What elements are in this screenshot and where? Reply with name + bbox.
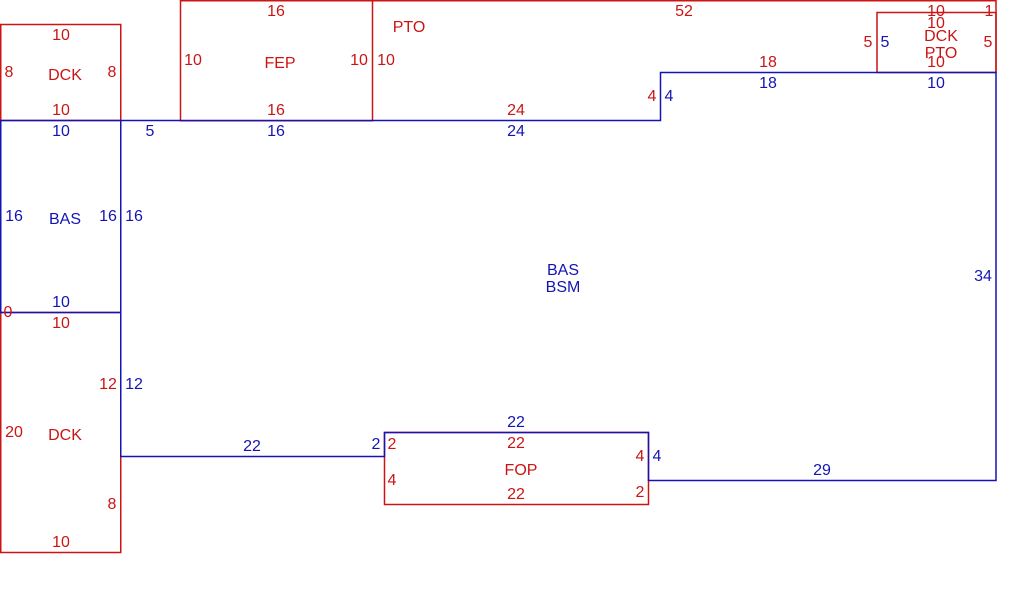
dim-bas-left-right-a: 16: [99, 208, 117, 225]
dim-dck-top-left-bottom: 10: [52, 102, 70, 119]
dim-fop-right: 2: [636, 484, 645, 501]
dim-bsm-top-step: 18: [759, 75, 777, 92]
dim-bsm-top-a: 5: [146, 123, 155, 140]
dim-bas-left-bottom: 10: [52, 294, 70, 311]
dim-bsm-fop-left-step: 2: [372, 436, 381, 453]
bas-bsm-code-2: BSM: [546, 279, 581, 296]
dim-fop-top: 22: [507, 435, 525, 452]
dim-bsm-top-corner: 10: [927, 75, 945, 92]
dim-bsm-fop-top: 22: [507, 414, 525, 431]
dim-dck-top-left-right: 8: [108, 64, 117, 81]
dim-pto-top: 52: [675, 3, 693, 20]
dim-bas-left-right-b: 16: [125, 208, 143, 225]
fep-code: FEP: [264, 55, 295, 72]
dim-dck-top-left-top: 10: [52, 27, 70, 44]
dim-dck-top-left-left: 8: [5, 64, 14, 81]
dim-corner-left-blue: 5: [881, 34, 890, 51]
dim-bsm-right: 34: [974, 268, 992, 285]
dim-dck-bottom-left-bottom: 10: [52, 534, 70, 551]
dck-pto-corner-code-2: PTO: [925, 45, 958, 62]
dim-dck-bottom-left-right-a: 12: [99, 376, 117, 393]
dim-fop-left-step: 2: [388, 436, 397, 453]
dim-corner-top-a: 10: [927, 3, 945, 20]
dim-dck-bottom-left-right-b: 8: [108, 496, 117, 513]
dim-corner-top-right: 1: [985, 3, 994, 20]
dim-fep-top: 16: [267, 3, 285, 20]
dim-dck-bottom-left-zero: 0: [4, 304, 13, 321]
dim-corner-right: 5: [984, 34, 993, 51]
dim-fep-left: 10: [184, 52, 202, 69]
dim-bsm-top-pto: 24: [507, 123, 525, 140]
dim-pto-step: 4: [648, 88, 657, 105]
dim-dck-bottom-left-top: 10: [52, 315, 70, 332]
dim-dck-bottom-left-left: 20: [5, 424, 23, 441]
dim-bsm-bottom-right: 29: [813, 462, 831, 479]
dim-bsm-left-lower: 12: [125, 376, 143, 393]
dim-bas-left-top: 10: [52, 123, 70, 140]
dim-fop-right-step: 4: [636, 448, 645, 465]
bas-bsm-outline: [120, 71, 997, 482]
dim-bsm-step: 4: [665, 88, 674, 105]
dck-bottom-left-code: DCK: [48, 427, 82, 444]
dim-bsm-bottom-left: 22: [243, 438, 261, 455]
dim-corner-step-red: 18: [759, 54, 777, 71]
dim-fop-left: 4: [388, 472, 397, 489]
dim-fep-bottom: 16: [267, 102, 285, 119]
dim-corner-left-red: 5: [864, 34, 873, 51]
dck-top-left-code: DCK: [48, 67, 82, 84]
fop-code: FOP: [505, 462, 538, 479]
dim-fep-right-outer: 10: [377, 52, 395, 69]
dim-corner-top-b: 10: [927, 15, 945, 32]
dim-bas-left-left: 16: [5, 208, 23, 225]
dim-pto-bottom: 24: [507, 102, 525, 119]
dim-corner-bottom-red: 10: [927, 54, 945, 71]
dim-bsm-top-fep: 16: [267, 123, 285, 140]
dim-fop-bottom: 22: [507, 486, 525, 503]
pto-code: PTO: [393, 19, 426, 36]
dim-bsm-fop-right-step: 4: [653, 448, 662, 465]
dim-fep-right-inner: 10: [350, 52, 368, 69]
bas-left-code: BAS: [49, 211, 81, 228]
bas-bsm-code-1: BAS: [547, 262, 579, 279]
dck-pto-corner-code-1: DCK: [924, 28, 958, 45]
